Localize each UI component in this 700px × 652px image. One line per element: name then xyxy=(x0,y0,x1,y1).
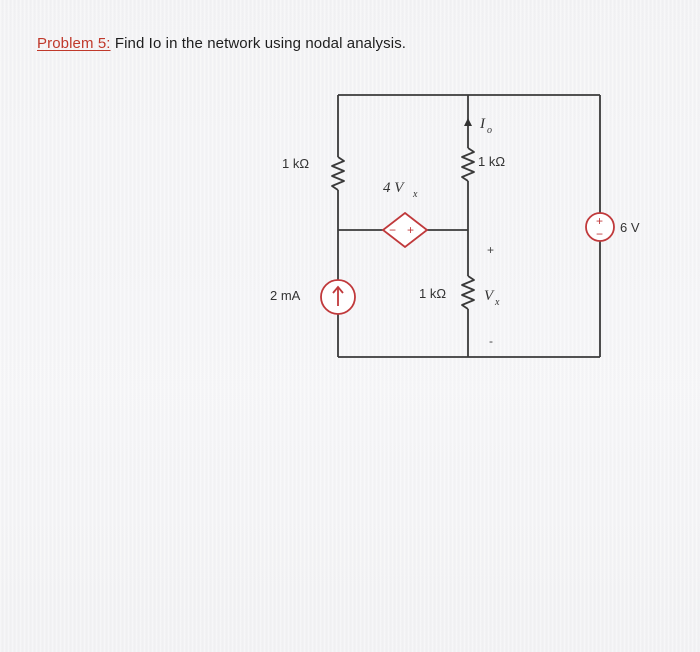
voltage-source-label: 6 V xyxy=(620,220,640,235)
io-arrow-icon xyxy=(464,118,472,126)
current-source-arrow-head-icon xyxy=(332,285,344,294)
dependent-source-subscript: x xyxy=(412,189,418,200)
vx-plus-sign: + xyxy=(487,243,494,257)
right-top-resistor xyxy=(461,147,475,182)
voltage-source-minus: − xyxy=(596,227,603,241)
io-subscript: o xyxy=(487,125,492,136)
problem-text: Find Io in the network using nodal analy… xyxy=(114,35,407,52)
voltage-source xyxy=(585,212,615,242)
dependent-source-minus: − xyxy=(389,223,396,237)
vx-label: V xyxy=(484,288,495,304)
dependent-source-plus: + xyxy=(407,223,414,237)
bottom-resistor-label: 1 kΩ xyxy=(419,286,446,301)
problem-label: Problem 5: xyxy=(37,35,111,52)
dependent-source-label: 4 V xyxy=(383,180,405,196)
vx-minus-sign: - xyxy=(489,334,493,348)
vx-subscript: x xyxy=(494,297,500,308)
right-top-resistor-label: 1 kΩ xyxy=(478,154,505,169)
problem-statement: Problem 5: Find Io in the network using … xyxy=(37,35,406,52)
dependent-voltage-source xyxy=(381,211,429,249)
left-top-resistor-label: 1 kΩ xyxy=(282,156,309,171)
left-top-resistor xyxy=(331,156,345,191)
current-source-label: 2 mA xyxy=(270,288,301,303)
io-label: I xyxy=(479,116,486,132)
voltage-source-plus: + xyxy=(596,214,603,228)
bottom-resistor xyxy=(461,275,475,310)
